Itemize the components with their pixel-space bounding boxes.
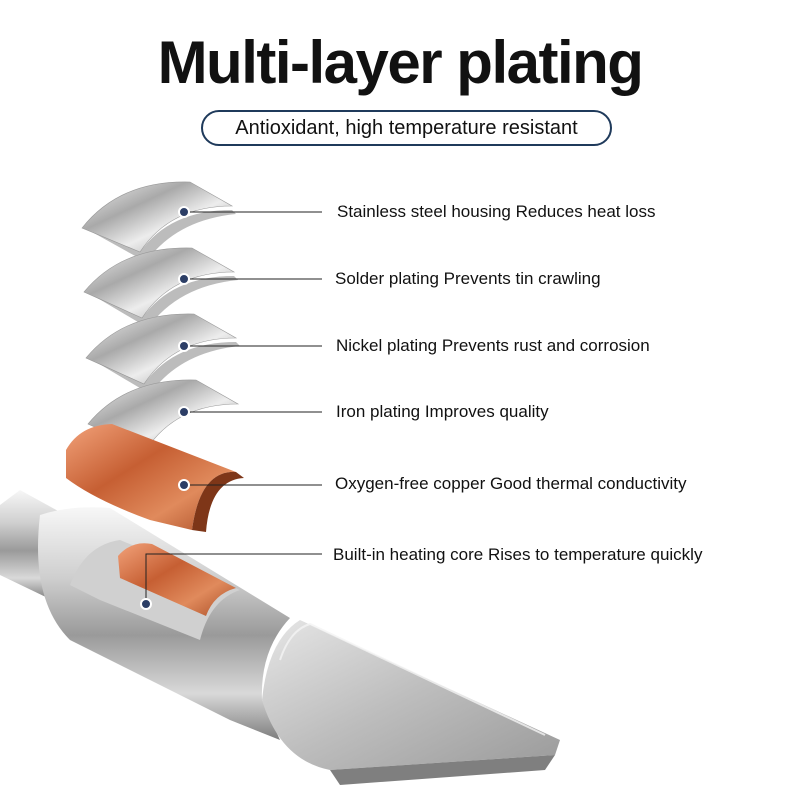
leader-line-6 xyxy=(145,553,322,604)
soldering-tip xyxy=(0,490,560,785)
layer-nickel-plating xyxy=(85,313,240,394)
layer-label-1: Stainless steel housing Reduces heat los… xyxy=(337,202,656,221)
marker-dot-5 xyxy=(178,479,190,491)
marker-dot-4 xyxy=(178,406,190,418)
layer-label-2: Solder plating Prevents tin crawling xyxy=(335,269,601,288)
marker-dot-2 xyxy=(178,273,190,285)
subtitle-text: Antioxidant, high temperature resistant xyxy=(235,116,578,139)
leader-lines xyxy=(145,211,322,604)
marker-dots xyxy=(140,206,190,610)
layer-solder-plating xyxy=(83,247,238,328)
heating-core xyxy=(118,543,236,616)
layer-label-3: Nickel plating Prevents rust and corrosi… xyxy=(336,336,650,355)
layer-steel-housing xyxy=(81,181,236,262)
page-title: Multi-layer plating xyxy=(157,29,644,96)
marker-dot-1 xyxy=(178,206,190,218)
marker-dot-3 xyxy=(178,340,190,352)
layer-label-4: Iron plating Improves quality xyxy=(336,402,549,421)
layer-copper xyxy=(66,424,244,532)
layer-label-6: Built-in heating core Rises to temperatu… xyxy=(333,545,703,564)
subtitle-badge: Antioxidant, high temperature resistant xyxy=(201,110,612,146)
marker-dot-6 xyxy=(140,598,152,610)
layer-label-5: Oxygen-free copper Good thermal conducti… xyxy=(335,474,687,493)
